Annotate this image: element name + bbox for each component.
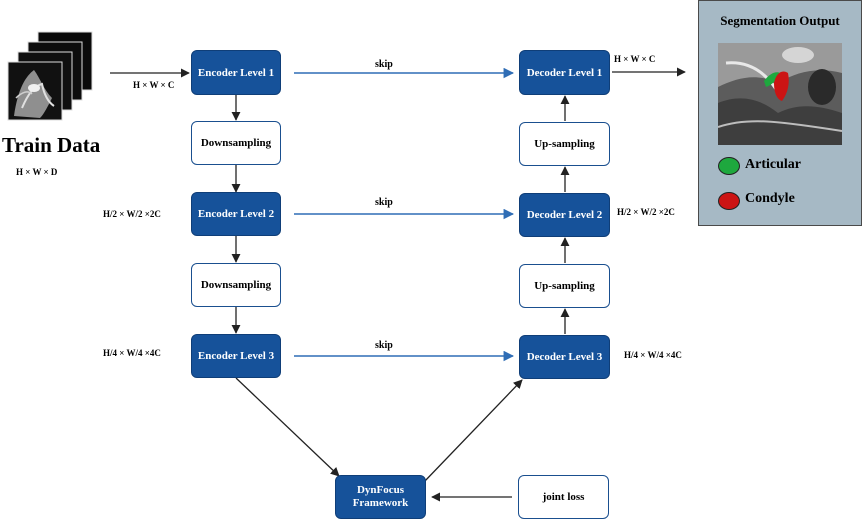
condyle-legend-swatch	[718, 192, 740, 210]
articular-legend-label: Articular	[745, 157, 801, 172]
downsampling-block-2: Downsampling	[191, 263, 281, 307]
encoder-1-dims: H × W × C	[133, 80, 175, 90]
encoder-3-dims: H/4 × W/4 ×4C	[103, 348, 161, 358]
skip-label-3: skip	[375, 340, 393, 351]
condyle-region	[774, 71, 789, 101]
decoder-3-dims: H/4 × W/4 ×4C	[624, 350, 682, 360]
decoder-level-1: Decoder Level 1	[519, 50, 610, 95]
joint-loss-block: joint loss	[518, 475, 609, 519]
encoder-level-1: Encoder Level 1	[191, 50, 281, 95]
segmentation-output-panel: Segmentation Output Articular Condyle	[698, 0, 862, 226]
encoder-level-2: Encoder Level 2	[191, 192, 281, 236]
input-dims-label: H × W × D	[16, 167, 58, 177]
articular-legend-swatch	[718, 157, 740, 175]
skip-label-1: skip	[375, 59, 393, 70]
condyle-legend-label: Condyle	[745, 191, 795, 206]
dynfocus-line-1: DynFocus	[356, 484, 405, 496]
decoder-level-2: Decoder Level 2	[519, 193, 610, 237]
encoder-level-3: Encoder Level 3	[191, 334, 281, 378]
decoder-1-dims: H × W × C	[614, 54, 656, 64]
skip-label-2: skip	[375, 197, 393, 208]
upsampling-block-2: Up-sampling	[519, 264, 610, 308]
dynfocus-framework-block: DynFocus Framework	[335, 475, 426, 519]
train-data-image-stack	[7, 31, 93, 121]
decoder-level-3: Decoder Level 3	[519, 335, 610, 379]
downsampling-block-1: Downsampling	[191, 121, 281, 165]
bottleneck-dec3-arrow	[423, 379, 523, 483]
dynfocus-line-2: Framework	[352, 497, 409, 509]
encoder-2-dims: H/2 × W/2 ×2C	[103, 209, 161, 219]
upsampling-block-1: Up-sampling	[519, 122, 610, 166]
segmentation-output-image	[718, 43, 842, 145]
segmentation-output-title: Segmentation Output	[720, 13, 840, 28]
train-data-title: Train Data	[2, 133, 101, 157]
enc3-bottleneck-arrow	[235, 377, 340, 477]
articular-region	[764, 72, 780, 87]
decoder-2-dims: H/2 × W/2 ×2C	[617, 207, 675, 217]
